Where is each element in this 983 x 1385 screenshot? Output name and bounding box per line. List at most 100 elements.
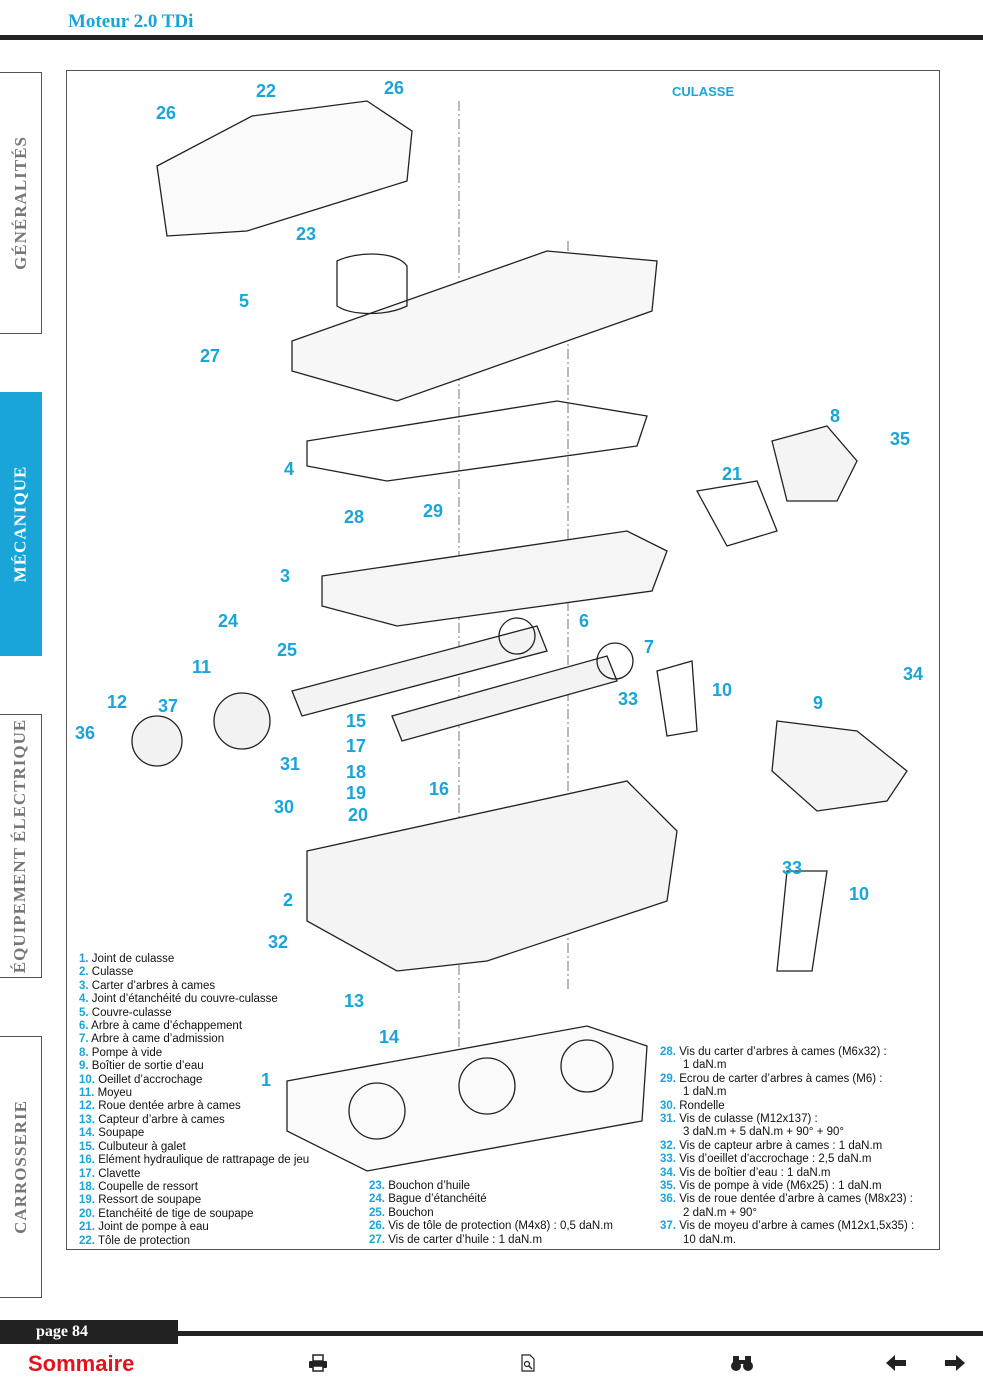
legend-item: 14. Soupape: [79, 1127, 145, 1140]
tab-carrosserie-label: CARROSSERIE: [10, 1100, 30, 1234]
legend-left: 1. Joint de culasse 2. Culasse 3. Carter…: [79, 953, 309, 1248]
legend-item: 30. Rondelle: [660, 1099, 725, 1112]
legend-item: 12. Roue dentée arbre à cames: [79, 1100, 241, 1113]
legend-item-continuation: 2 daN.m + 90°: [683, 1206, 757, 1219]
page-number: page 84: [0, 1320, 178, 1344]
callout-36: 36: [75, 723, 95, 743]
legend-item: 1. Joint de culasse: [79, 953, 175, 965]
callout-17: 17: [346, 736, 366, 756]
legend-item-continuation: 1 daN.m: [683, 1059, 727, 1072]
callout-5: 5: [239, 291, 249, 311]
tab-mecanique-label: MÉCANIQUE: [10, 465, 30, 583]
cover-gasket-shape: [306, 400, 648, 482]
legend-item: 2. Culasse: [79, 966, 134, 979]
diagram-frame: [66, 70, 940, 1250]
legend-item: 23. Bouchon d’huile: [369, 1180, 471, 1192]
callout-37: 37: [158, 696, 178, 716]
tab-equipement-electrique-label: ÉQUIPEMENT ÉLECTRIQUE: [10, 718, 30, 974]
protection-plate-shape: [156, 100, 413, 237]
printer-icon[interactable]: [308, 1354, 328, 1377]
legend-item: 33. Vis d’oeillet d’accrochage : 2,5 daN…: [660, 1153, 872, 1166]
sommaire-link[interactable]: Sommaire: [28, 1351, 135, 1376]
callout-28: 28: [344, 507, 364, 527]
callout-2: 2: [283, 890, 293, 910]
legend-item: 11. Moyeu: [79, 1087, 133, 1100]
tab-mecanique[interactable]: MÉCANIQUE: [0, 392, 42, 656]
intake-camshaft-shape: [391, 655, 618, 742]
section-title: CULASSE: [672, 84, 735, 99]
legend-middle: 23. Bouchon d’huile 24. Bague d’étanchéi…: [369, 1180, 613, 1247]
legend-item: 35. Vis de pompe à vide (M6x25) : 1 daN.…: [660, 1180, 882, 1193]
legend-item: 28. Vis du carter d’arbres à cames (M6x3…: [660, 1046, 887, 1058]
cylinder-head-shape: [306, 780, 678, 972]
legend-item: 8. Pompe à vide: [79, 1046, 163, 1059]
legend-item: 10. Oeillet d’accrochage: [79, 1073, 203, 1086]
legend-item: 6. Arbre à came d’échappement: [79, 1020, 243, 1033]
callout-10: 10: [712, 680, 732, 700]
legend-item: 32. Vis de capteur arbre à cames : 1 daN…: [660, 1139, 883, 1152]
callout-26: 26: [384, 78, 404, 98]
callout-4: 4: [284, 459, 294, 479]
tab-carrosserie[interactable]: CARROSSERIE: [0, 1036, 42, 1298]
callout-1: 1: [261, 1070, 271, 1090]
legend-item: 18. Coupelle de ressort: [79, 1180, 198, 1193]
legend-item: 25. Bouchon: [369, 1206, 434, 1219]
legend-item: 16. Elément hydraulique de rattrapage de…: [79, 1154, 310, 1167]
header-rule: [0, 35, 983, 40]
legend-item: 17. Clavette: [79, 1167, 141, 1180]
legend-item-continuation: 10 daN.m.: [683, 1233, 737, 1246]
callout-27: 27: [200, 346, 220, 366]
footer-rule: [178, 1331, 983, 1336]
camshaft-carrier-shape: [321, 530, 668, 627]
vacuum-pump-shape: [771, 425, 858, 502]
callout-22: 22: [256, 81, 276, 101]
document-search-icon[interactable]: [520, 1354, 536, 1377]
legend-item: 20. Etanchéité de tige de soupape: [79, 1207, 254, 1220]
callout-24: 24: [218, 611, 238, 631]
tab-equipement-electrique[interactable]: ÉQUIPEMENT ÉLECTRIQUE: [0, 714, 42, 978]
legend-item: 13. Capteur d’arbre à cames: [79, 1113, 225, 1126]
callout-33: 33: [782, 858, 802, 878]
callout-31: 31: [280, 754, 300, 774]
callout-19: 19: [346, 783, 366, 803]
callout-8: 8: [830, 406, 840, 426]
callout-10: 10: [849, 884, 869, 904]
callout-6: 6: [579, 611, 589, 631]
legend-item: 21. Joint de pompe à eau: [79, 1221, 209, 1234]
cylinder-head-cover-shape: [291, 250, 658, 402]
legend-item: 3. Carter d’arbres à cames: [79, 979, 216, 992]
binoculars-icon[interactable]: [730, 1354, 754, 1377]
callout-3: 3: [280, 566, 290, 586]
callout-29: 29: [423, 501, 443, 521]
callout-34: 34: [903, 664, 923, 684]
head-gasket-shape: [286, 1025, 648, 1172]
callout-23: 23: [296, 224, 316, 244]
legend-item: 9. Boîtier de sortie d’eau: [79, 1060, 204, 1073]
page-header-title: Moteur 2.0 TDi: [68, 11, 194, 32]
legend-item: 24. Bague d’étanchéité: [369, 1193, 487, 1206]
callout-35: 35: [890, 429, 910, 449]
callout-32: 32: [268, 932, 288, 952]
callout-12: 12: [107, 692, 127, 712]
exploded-view-diagram: 22 26 26 23 5 27 4 8 35 21 28 29 3 6 24 …: [75, 78, 923, 1172]
arrow-left-icon[interactable]: [886, 1354, 906, 1376]
tab-generalites[interactable]: GÉNÉRALITÉS: [0, 72, 42, 334]
callout-11: 11: [192, 657, 211, 677]
callout-26: 26: [156, 103, 176, 123]
legend-item: 4. Joint d’étanchéité du couvre-culasse: [79, 993, 278, 1006]
legend-item: 37. Vis de moyeu d’arbre à cames (M12x1,…: [660, 1220, 915, 1233]
legend-item: 5. Couvre-culasse: [79, 1006, 172, 1019]
legend-item: 26. Vis de tôle de protection (M4x8) : 0…: [369, 1220, 613, 1233]
arrow-right-icon[interactable]: [945, 1354, 965, 1376]
callout-7: 7: [644, 637, 654, 657]
callout-25: 25: [277, 640, 297, 660]
legend-item: 36. Vis de roue dentée d’arbre à cames (…: [660, 1193, 913, 1206]
legend-right: 28. Vis du carter d’arbres à cames (M6x3…: [660, 1046, 914, 1247]
water-outlet-housing-shape: [771, 720, 908, 812]
callout-20: 20: [348, 805, 368, 825]
callout-30: 30: [274, 797, 294, 817]
legend-item: 29. Ecrou de carter d’arbres à cames (M6…: [660, 1072, 883, 1085]
legend-item: 31. Vis de culasse (M12x137) :: [660, 1113, 818, 1126]
callout-15: 15: [346, 711, 366, 731]
tab-generalites-label: GÉNÉRALITÉS: [10, 136, 30, 270]
